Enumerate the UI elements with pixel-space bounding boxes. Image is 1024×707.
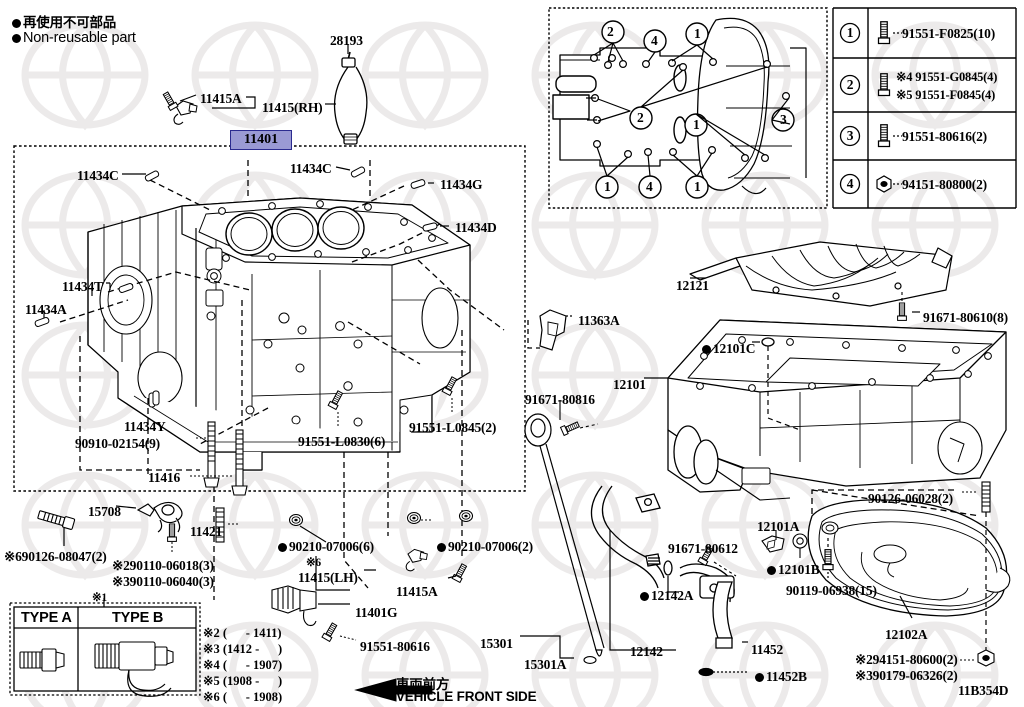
callout-90126-06028[interactable]: 90126-06028(2) — [868, 491, 953, 506]
callout-11434c-left[interactable]: 11434C — [77, 168, 119, 183]
date-note-5: ※5 (1908 - ) — [203, 674, 283, 688]
date-note-2: ※2 ( - 1411) — [203, 626, 282, 640]
callout-11401g[interactable]: 11401G — [355, 605, 398, 620]
callout-90126-08047[interactable]: ※690126-08047(2) — [4, 549, 107, 564]
nonreusable-callout-12142a[interactable]: 12142A — [640, 588, 694, 604]
callout-90110-06018[interactable]: ※290110-06018(3) — [112, 558, 214, 573]
callout-90110-06040[interactable]: ※390110-06040(3) — [112, 574, 214, 589]
callout-91671-80816[interactable]: 91671-80816 — [525, 392, 595, 407]
ref-circle-1d: 1 — [694, 179, 701, 194]
callout-11434a[interactable]: 11434A — [25, 302, 67, 317]
callout-text: 12101C — [713, 341, 756, 356]
callout-11434d[interactable]: 11434D — [455, 220, 497, 235]
callout-15708[interactable]: 15708 — [88, 504, 121, 519]
filled-dot-icon — [702, 345, 711, 354]
callout-11415a-top[interactable]: 11415A — [200, 91, 242, 106]
callout-11434g[interactable]: 11434G — [440, 177, 483, 192]
nonreusable-callout-90210-07006-2[interactable]: 90210-07006(2) — [437, 539, 533, 555]
callout-12102a[interactable]: 12102A — [885, 627, 928, 642]
callout-text: 12101B — [778, 562, 820, 577]
callout-15301[interactable]: 15301 — [480, 636, 513, 651]
callout-90910-02154[interactable]: 90910-02154(9) — [75, 436, 160, 451]
filled-dot-icon — [12, 34, 21, 43]
highlighted-part-11401[interactable]: 11401 — [230, 130, 292, 150]
nonreusable-legend-en: Non-reusable part — [12, 30, 136, 46]
legend-ref-2: 2 — [846, 77, 854, 92]
callout-text: 90210-07006(2) — [448, 539, 533, 554]
ref-circle-1b: 1 — [693, 117, 700, 132]
callout-91551-l0845[interactable]: 91551-L0845(2) — [409, 420, 497, 435]
callout-11434t[interactable]: 11434T — [62, 279, 103, 294]
diagram-id-code: 11B354D — [958, 683, 1009, 698]
filled-dot-icon — [12, 19, 21, 28]
type-a-header: TYPE A — [21, 610, 72, 626]
filled-dot-icon — [640, 592, 649, 601]
callout-12121[interactable]: 12121 — [676, 278, 709, 293]
ref-circle-4: 4 — [651, 33, 658, 48]
ref-circle-2: 2 — [607, 24, 614, 39]
callout-15301a[interactable]: 15301A — [524, 657, 567, 672]
callout-11434c-right[interactable]: 11434C — [290, 161, 332, 176]
date-note-3: ※3 (1412 - ) — [203, 642, 283, 656]
type-b-header: TYPE B — [112, 610, 164, 626]
ref-circle-4b: 4 — [646, 179, 653, 194]
legend-part-4: 94151-80800(2) — [902, 177, 987, 192]
callout-text: 11452B — [766, 669, 807, 684]
nonreusable-callout-11452b[interactable]: 11452B — [755, 669, 807, 685]
ref-circle-1: 1 — [694, 26, 701, 41]
callout-11415a-bottom[interactable]: 11415A — [396, 584, 438, 599]
callout-11434y[interactable]: 11434Y — [124, 419, 166, 434]
callout-11415-lh[interactable]: 11415(LH) — [298, 570, 358, 585]
callout-12142[interactable]: 12142 — [630, 644, 663, 659]
callout-text: 90210-07006(6) — [289, 539, 374, 554]
callout-90179-06326[interactable]: ※390179-06326(2) — [855, 668, 958, 683]
ref-circle-3: 3 — [780, 112, 787, 127]
ref-circle-1c: 1 — [604, 179, 611, 194]
legend-part-3: 91551-80616(2) — [902, 129, 987, 144]
callout-12101a[interactable]: 12101A — [757, 519, 800, 534]
callout-11363a[interactable]: 11363A — [578, 313, 620, 328]
vehicle-front-jp: 車両前方 — [396, 677, 450, 693]
callout-11452[interactable]: 11452 — [751, 642, 784, 657]
callout-text: 12142A — [651, 588, 694, 603]
callout-11416[interactable]: 11416 — [148, 470, 181, 485]
ref-circle-2b: 2 — [637, 110, 644, 125]
nonreusable-legend-jp: 再使用不可部品 — [12, 11, 116, 31]
callout-12101[interactable]: 12101 — [613, 377, 646, 392]
legend-part-2a: ※4 91551-G0845(4) — [896, 70, 998, 84]
filled-dot-icon — [755, 673, 764, 682]
legend-ref-1: 1 — [846, 25, 854, 40]
callout-94151-80600[interactable]: ※294151-80600(2) — [855, 652, 958, 667]
nonreusable-callout-12101c[interactable]: 12101C — [702, 341, 756, 357]
callout-11415-rh[interactable]: 11415(RH) — [262, 100, 323, 115]
date-note-6: ※6 ( - 1908) — [203, 690, 283, 704]
legend-part-2b: ※5 91551-F0845(4) — [896, 88, 996, 102]
legend-ref-3: 3 — [846, 128, 854, 143]
nonreusable-callout-90210-07006-6[interactable]: 90210-07006(6) — [278, 539, 374, 555]
callout-11421[interactable]: 11421 — [190, 524, 223, 539]
filled-dot-icon — [767, 566, 776, 575]
callout-90119-06938[interactable]: 90119-06938(15) — [786, 583, 877, 598]
callout-91671-80612[interactable]: 91671-80612 — [668, 541, 738, 556]
callout-91671-80610[interactable]: 91671-80610(8) — [923, 310, 1008, 325]
callout-28193[interactable]: 28193 — [330, 33, 363, 48]
date-note-4: ※4 ( - 1907) — [203, 658, 283, 672]
marker-marker-x1: ※1 — [92, 592, 107, 604]
callout-91551-80616-b[interactable]: 91551-80616 — [360, 639, 430, 654]
marker-marker-x6-lh: ※6 — [306, 557, 321, 569]
legend-part-1: 91551-F0825(10) — [902, 26, 995, 41]
filled-dot-icon — [437, 543, 446, 552]
filled-dot-icon — [278, 543, 287, 552]
callout-91551-l0830[interactable]: 91551-L0830(6) — [298, 434, 386, 449]
vehicle-front-en: VEHICLE FRONT SIDE — [396, 689, 537, 704]
nonreusable-callout-12101b[interactable]: 12101B — [767, 562, 820, 578]
legend-ref-4: 4 — [846, 176, 854, 191]
